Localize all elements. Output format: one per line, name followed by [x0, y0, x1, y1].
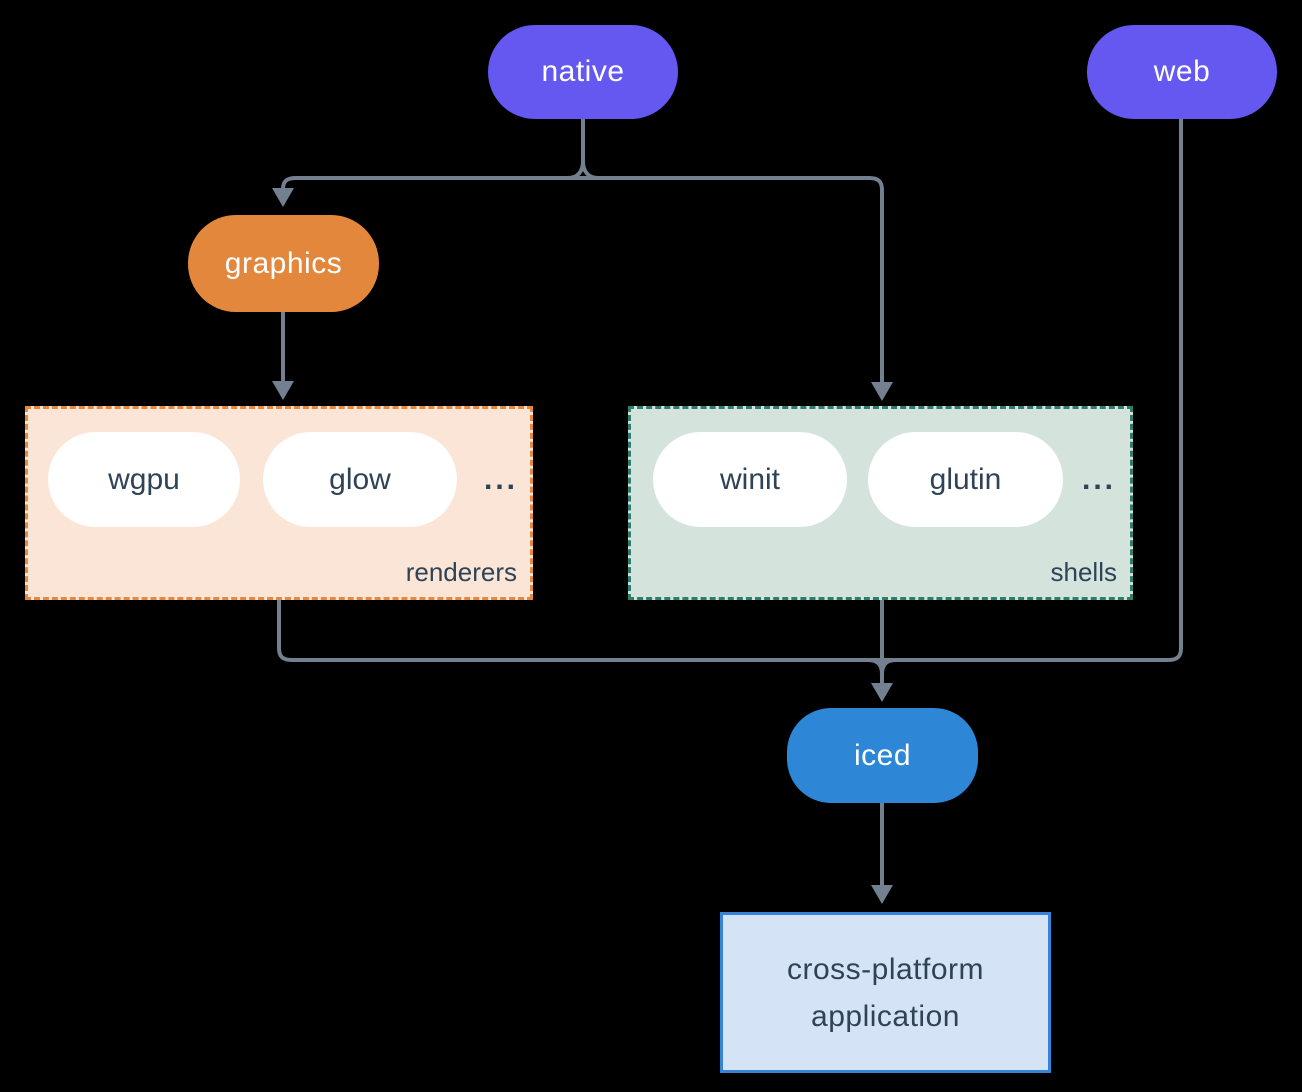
application-label-line2: application [811, 999, 960, 1033]
node-iced: iced [787, 708, 978, 803]
edge-bottom-rail [277, 117, 1183, 662]
group-label-renderers: renderers [405, 557, 517, 587]
arrow-into-iced [871, 683, 893, 702]
edge-fork-rail [281, 176, 884, 383]
node-graphics: graphics [188, 215, 379, 312]
arrow-into-application [871, 885, 893, 904]
shells-ellipsis: ... [1081, 462, 1116, 496]
node-web: web [1087, 25, 1277, 119]
pill-winit: winit [653, 432, 847, 527]
group-renderers: wgpu glow ... renderers [25, 406, 533, 600]
group-shells: winit glutin ... shells [628, 406, 1133, 600]
arrow-into-renderers [272, 381, 294, 400]
arrow-into-shells [871, 382, 893, 401]
renderers-ellipsis: ... [483, 462, 518, 496]
pill-wgpu: wgpu [48, 432, 240, 527]
application-label-line1: cross-platform [786, 952, 985, 986]
node-application: cross-platform application [720, 912, 1051, 1073]
pill-glutin: glutin [868, 432, 1063, 527]
group-label-shells: shells [1050, 557, 1117, 587]
pill-glow: glow [263, 432, 457, 527]
edge-native-stem [566, 117, 600, 180]
arrow-into-graphics [272, 188, 294, 207]
node-native: native [488, 25, 678, 119]
